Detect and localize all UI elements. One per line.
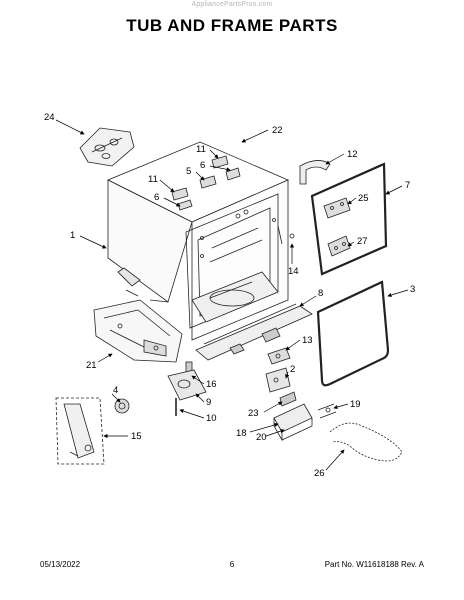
part-15-side-panel-assembly — [55, 397, 105, 465]
part-19-screw — [317, 403, 337, 419]
footer-page-number: 6 — [229, 560, 235, 569]
part-26-wire-harness — [329, 422, 403, 462]
part-9-fill-funnel — [167, 369, 207, 401]
callout-20: 20 — [256, 432, 267, 443]
page-title: TUB AND FRAME PARTS — [126, 16, 338, 35]
callout-6-left: 6 — [154, 192, 159, 203]
callout-5: 5 — [186, 166, 191, 177]
part-11-5-6-brackets — [171, 155, 241, 211]
part-1-tub — [107, 141, 290, 341]
callout-23: 23 — [248, 408, 259, 419]
part-13-bracket — [267, 347, 291, 365]
callout-10: 10 — [206, 413, 217, 424]
callout-8: 8 — [318, 288, 323, 299]
callout-7: 7 — [405, 180, 410, 191]
part-27-hinge — [327, 235, 351, 257]
part-20-module-box — [273, 403, 313, 442]
part-25-hinge — [323, 197, 351, 219]
part-21-base-frame — [93, 299, 183, 363]
part-4-wheel — [114, 398, 130, 414]
callout-27: 27 — [357, 236, 368, 247]
callout-9: 9 — [206, 397, 211, 408]
callout-14: 14 — [288, 266, 299, 277]
callout-21: 21 — [86, 360, 97, 371]
footer-part-number: Part No. W11618188 Rev. A — [324, 560, 424, 569]
part-24-insulation-pad — [79, 127, 135, 167]
callout-11-top: 11 — [196, 144, 206, 155]
callout-11-left: 11 — [148, 174, 158, 185]
watermark: AppliancePartsPros.com — [191, 1, 273, 8]
callout-3: 3 — [410, 284, 415, 295]
callout-16: 16 — [206, 379, 217, 390]
part-8-base-rail — [195, 303, 313, 361]
part-3-tub-gasket — [316, 280, 390, 387]
callout-15: 15 — [131, 431, 142, 442]
footer-date: 05/13/2022 — [40, 560, 81, 569]
callout-25: 25 — [358, 193, 369, 204]
callout-24: 24 — [44, 112, 55, 123]
callout-4: 4 — [113, 385, 118, 396]
part-7-door-gasket — [310, 162, 388, 276]
part-14-pins — [277, 225, 295, 245]
callout-12: 12 — [347, 149, 358, 160]
callout-26: 26 — [314, 468, 325, 479]
callout-labels: 24 22 11 6 5 11 6 12 7 25 1 27 14 8 3 13… — [44, 112, 415, 479]
callout-18: 18 — [236, 428, 247, 439]
callout-6-top: 6 — [200, 160, 205, 171]
callout-13: 13 — [302, 335, 313, 346]
callout-2: 2 — [290, 364, 295, 375]
part-23-clip — [279, 391, 297, 407]
part-2-latch — [265, 367, 291, 393]
callout-22: 22 — [272, 125, 283, 136]
callout-1: 1 — [70, 230, 75, 241]
callout-19: 19 — [350, 399, 361, 410]
part-12-vent-bracket — [299, 160, 331, 185]
